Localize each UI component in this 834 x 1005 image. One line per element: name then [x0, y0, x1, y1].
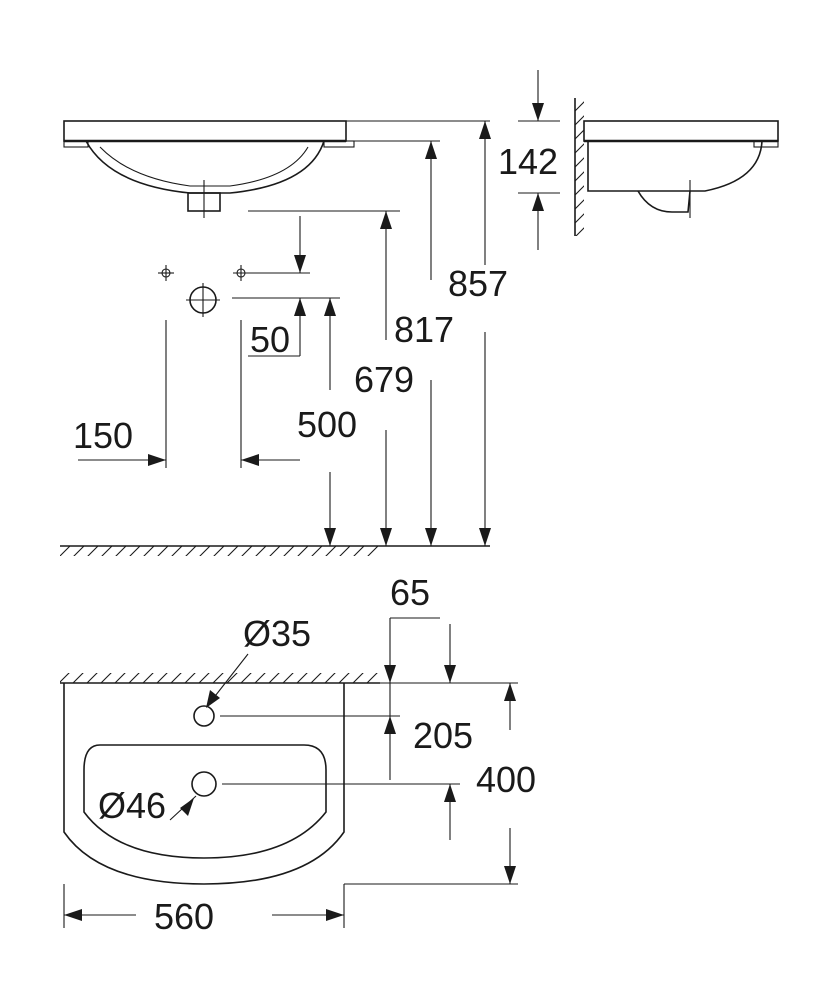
dim-tap-hole-dia: Ø35 — [243, 613, 311, 654]
mounting-holes — [158, 265, 310, 317]
front-elevation: 857 817 679 500 50 150 — [60, 120, 508, 556]
dim-tap-depth: 205 — [413, 715, 473, 756]
plan-view: Ø35 Ø46 65 205 400 560 — [60, 572, 536, 937]
dim-height-drain: 679 — [354, 359, 414, 400]
tap-hole — [193, 705, 215, 727]
side-bowl — [587, 140, 763, 192]
dim-hole-offset: 50 — [250, 319, 290, 360]
dim-hole-spacing: 150 — [73, 415, 133, 456]
dim-drain-dia: Ø46 — [98, 785, 166, 826]
dim-basin-depth: 400 — [476, 759, 536, 800]
basin-outline — [63, 683, 345, 885]
dim-height-holes: 500 — [297, 404, 357, 445]
side-rim — [583, 120, 779, 142]
basin-inner-bowl — [83, 744, 327, 859]
dim-depth: 142 — [498, 141, 558, 182]
drain-hole — [191, 771, 217, 797]
side-elevation: 142 — [498, 70, 779, 250]
basin-rim — [63, 120, 347, 142]
dim-height-top: 817 — [394, 309, 454, 350]
dim-tap-setback: 65 — [390, 572, 430, 613]
dim-basin-width: 560 — [154, 896, 214, 937]
dim-height-total: 857 — [448, 263, 508, 304]
